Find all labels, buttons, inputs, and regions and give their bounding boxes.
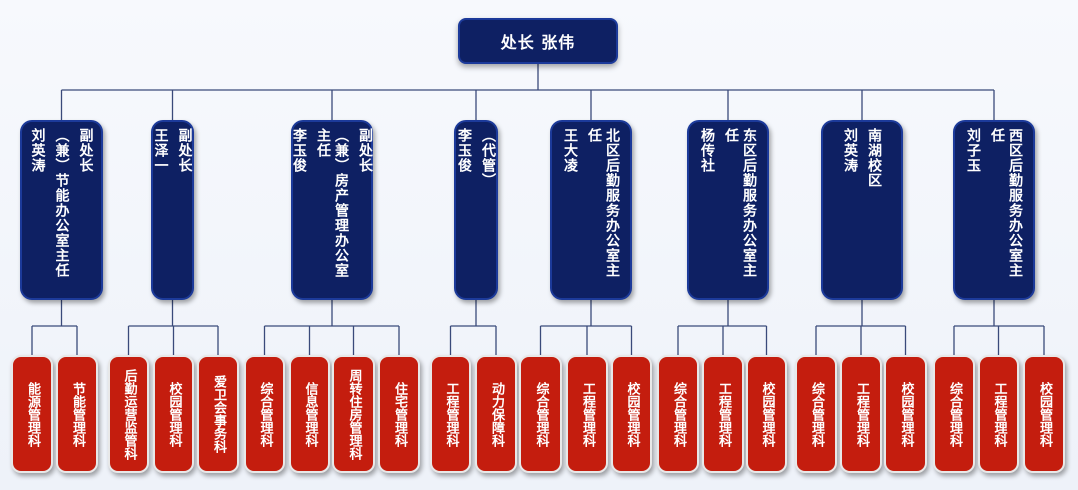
dept-node: 综合管理科 (795, 355, 837, 473)
dept-label: 综合管理科 (257, 381, 273, 447)
dept-node: 综合管理科 (244, 355, 285, 473)
dept-label: 校园管理科 (1037, 381, 1052, 447)
dept-label: 节能管理科 (70, 381, 85, 447)
dept-node: 动力保障科 (475, 355, 517, 473)
leader-text: 刘子玉 (965, 128, 981, 173)
leader-text: 南湖校区 (866, 128, 882, 188)
dept-label: 能源管理科 (25, 381, 40, 447)
dept-label: 工程管理科 (716, 381, 731, 447)
leader-node-u8: 西区后勤服务办公室主任刘子玉 (953, 120, 1035, 300)
dept-node: 节能管理科 (56, 355, 98, 473)
dept-label: 工程管理科 (991, 381, 1007, 447)
leader-text: 刘英涛 (29, 128, 46, 173)
dept-label: 工程管理科 (854, 381, 869, 447)
leader-node-u5: 北区后勤服务办公室主任王大凌 (550, 120, 632, 300)
dept-label: 工程管理科 (443, 381, 459, 447)
dept-node: 后勤运营监管科 (108, 355, 149, 473)
dept-node: 校园管理科 (153, 355, 194, 473)
dept-node: 工程管理科 (978, 355, 1019, 473)
leader-text: 副处长 (357, 128, 373, 173)
leader-text: （兼）节能办公室主任 (53, 128, 70, 278)
leader-node-u6: 东区后勤服务办公室主任杨传社 (687, 120, 769, 300)
dept-label: 信息管理科 (302, 381, 318, 447)
dept-label: 后勤运营监管科 (121, 368, 137, 460)
dept-node: 爱卫会事务科 (197, 355, 239, 473)
dept-label: 周转住房管理科 (346, 368, 362, 460)
dept-node: 综合管理科 (519, 355, 562, 473)
leader-text: 王大凌 (562, 128, 578, 173)
leader-node-u7: 南湖校区刘英涛 (821, 120, 903, 300)
dept-node: 住宅管理科 (378, 355, 420, 473)
leader-text: 李玉俊 (291, 128, 307, 173)
leader-text: 刘英涛 (842, 128, 858, 173)
leader-text: 北区后勤服务办公室主任 (586, 128, 620, 278)
dept-label: 综合管理科 (533, 381, 549, 447)
director-node: 处长 张伟 (458, 18, 618, 64)
director-label: 处长 张伟 (500, 33, 576, 52)
dept-label: 校园管理科 (624, 381, 640, 447)
dept-node: 信息管理科 (289, 355, 330, 473)
leader-text: 李玉俊 (456, 128, 472, 173)
leader-text: 杨传社 (699, 128, 715, 173)
leader-text: （代管） (480, 128, 496, 188)
leader-text: （兼）房产管理办公室主任 (315, 128, 349, 278)
leader-node-u2: 副处长王泽一 (151, 120, 194, 300)
dept-label: 动力保障科 (489, 381, 504, 447)
leader-text: 王泽一 (152, 128, 169, 173)
dept-node: 能源管理科 (11, 355, 53, 473)
dept-node: 校园管理科 (611, 355, 652, 473)
leader-node-u1: 副处长 （兼）节能办公室主任刘英涛 (20, 120, 103, 300)
dept-label: 校园管理科 (166, 381, 182, 447)
dept-node: 校园管理科 (884, 355, 927, 473)
dept-node: 校园管理科 (1023, 355, 1065, 473)
dept-label: 爱卫会事务科 (211, 375, 226, 453)
dept-node: 工程管理科 (566, 355, 608, 473)
dept-label: 综合管理科 (671, 381, 686, 447)
leader-text: 东区后勤服务办公室主任 (723, 128, 757, 278)
leader-text: 副处长 (176, 128, 193, 173)
dept-node: 周转住房管理科 (332, 355, 375, 473)
dept-node: 工程管理科 (840, 355, 882, 473)
dept-label: 综合管理科 (947, 381, 962, 447)
dept-label: 工程管理科 (580, 381, 595, 447)
dept-node: 工程管理科 (430, 355, 471, 473)
dept-label: 住宅管理科 (392, 381, 407, 447)
dept-label: 校园管理科 (898, 381, 914, 447)
leader-node-u3: 副处长 （兼）房产管理办公室主任李玉俊 (291, 120, 373, 300)
dept-node: 校园管理科 (746, 355, 787, 473)
dept-node: 综合管理科 (933, 355, 975, 473)
leader-text: 西区后勤服务办公室主任 (989, 128, 1023, 278)
leader-text: 副处长 (77, 128, 94, 173)
dept-node: 综合管理科 (657, 355, 699, 473)
dept-node: 工程管理科 (702, 355, 744, 473)
leader-node-u4: （代管） 李玉俊 (454, 120, 498, 300)
dept-label: 校园管理科 (759, 381, 775, 447)
dept-label: 综合管理科 (809, 381, 824, 447)
